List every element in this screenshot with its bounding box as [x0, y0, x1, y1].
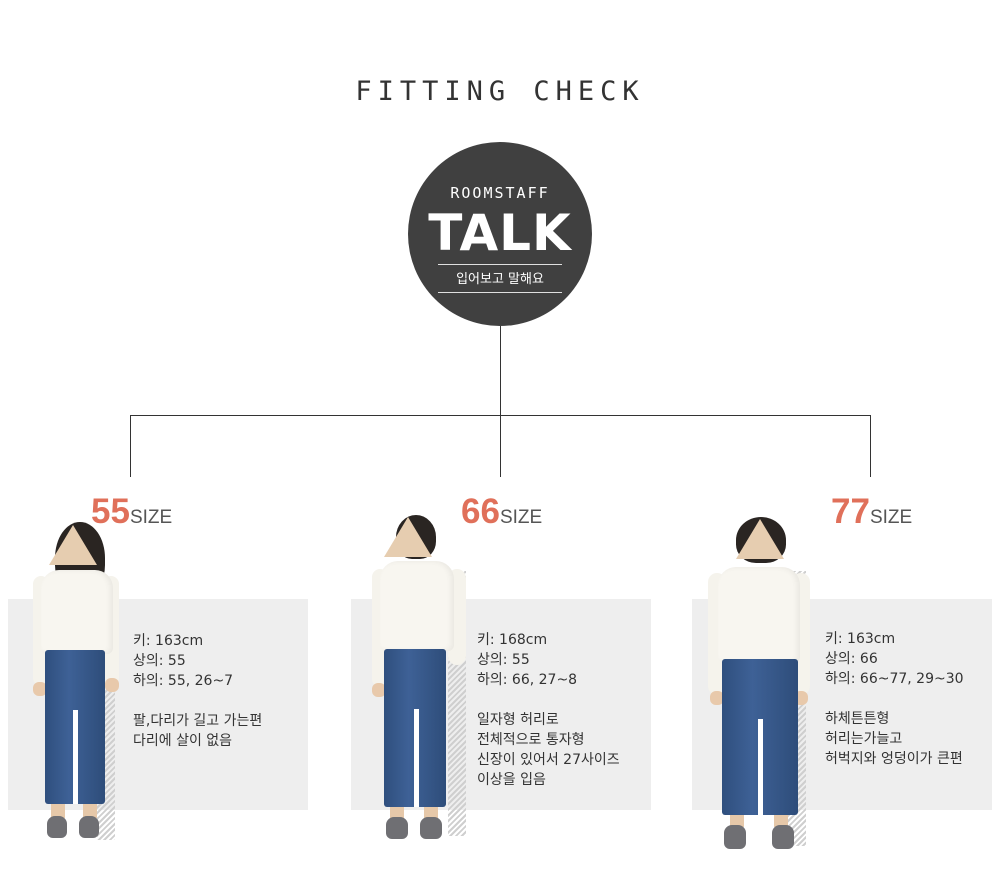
bottom-size-text: 하의: 66, 27~8: [477, 672, 578, 688]
size-suffix: SIZE: [129, 507, 173, 528]
model-photo-66: [368, 513, 478, 843]
face-mask-icon: [384, 517, 432, 557]
top-size-text: 상의: 66: [825, 651, 878, 667]
size-label-77: 77SIZE: [831, 492, 912, 532]
size-label-66: 66SIZE: [461, 492, 542, 532]
size-number: 55: [91, 492, 130, 531]
note-text: 전체적으로 통자형: [477, 732, 585, 748]
note-text: 일자형 허리로: [477, 712, 559, 728]
height-text: 키: 163cm: [825, 631, 896, 647]
size-number: 66: [461, 492, 500, 531]
badge-subtitle: ROOMSTAFF: [450, 184, 550, 202]
model-info-77: 키: 163cm 상의: 66 하의: 66~77, 29~30 하체튼튼형 허…: [825, 629, 964, 769]
face-mask-icon: [49, 525, 97, 565]
connector-center: [500, 415, 501, 477]
size-label-55: 55SIZE: [91, 492, 172, 532]
note-text: 하체튼튼형: [825, 711, 890, 727]
badge-tagline: 입어보고 말해요: [438, 264, 562, 293]
badge-main: TALK: [428, 204, 572, 262]
bottom-size-text: 하의: 55, 26~7: [133, 673, 234, 689]
model-info-55: 키: 163cm 상의: 55 하의: 55, 26~7 팔,다리가 길고 가는…: [133, 631, 262, 751]
face-mask-icon: [736, 519, 784, 559]
note-text: 허리는가늘고: [825, 731, 903, 747]
model-photo-55: [25, 520, 125, 840]
size-number: 77: [831, 492, 870, 531]
page-title: FITTING CHECK: [355, 76, 645, 107]
note-text: 허벅지와 엉덩이가 큰편: [825, 751, 963, 767]
model-info-66: 키: 168cm 상의: 55 하의: 66, 27~8 일자형 허리로 전체적…: [477, 630, 620, 790]
note-text: 신장이 있어서 27사이즈: [477, 752, 620, 768]
note-text: 이상을 입음: [477, 772, 546, 788]
top-size-text: 상의: 55: [477, 652, 530, 668]
height-text: 키: 163cm: [133, 633, 204, 649]
height-text: 키: 168cm: [477, 632, 548, 648]
connector-vertical-main: [500, 326, 501, 416]
note-text: 팔,다리가 길고 가는편: [133, 713, 263, 729]
size-suffix: SIZE: [499, 507, 543, 528]
top-size-text: 상의: 55: [133, 653, 186, 669]
roomstaff-talk-badge: ROOMSTAFF TALK 입어보고 말해요: [408, 142, 592, 326]
size-suffix: SIZE: [869, 507, 913, 528]
bottom-size-text: 하의: 66~77, 29~30: [825, 671, 964, 687]
model-photo-77: [704, 515, 819, 855]
connector-right: [870, 415, 871, 477]
connector-left: [130, 415, 131, 477]
note-text: 다리에 살이 없음: [133, 733, 233, 749]
